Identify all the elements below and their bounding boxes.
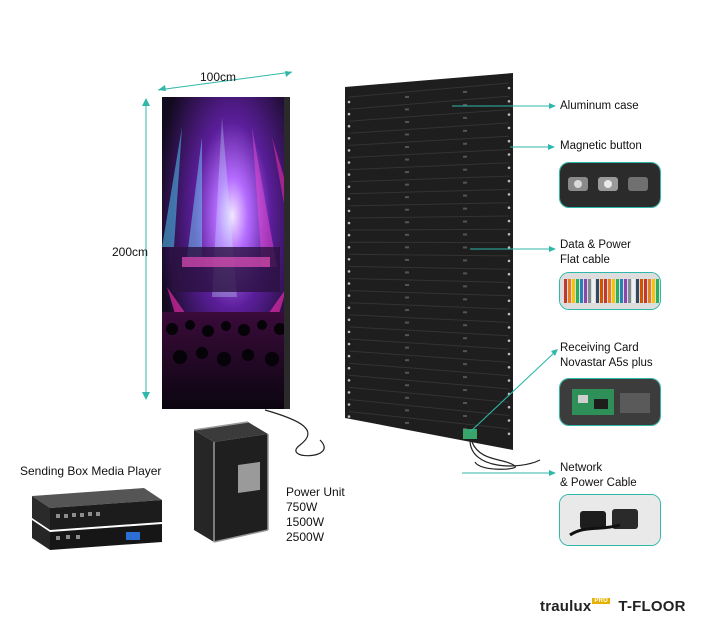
height-label: 200cm [112,245,149,259]
brand-badge: PRO [592,598,611,604]
flat-cable-thumb [559,272,661,310]
callout-magnetic-button: Magnetic button [560,140,642,152]
power-option-750: 750W [286,500,318,514]
callout-receiving-card: Receiving Card Novastar A5s plus [560,342,653,369]
concert-image [162,97,290,409]
callout-network-power-cable: Network & Power Cable [560,462,637,489]
magnetic-button-thumb [559,162,661,208]
led-panel-back [345,73,513,450]
power-option-1500: 1500W [286,515,325,529]
sending-box-image [32,488,162,550]
power-unit-case [193,421,269,543]
receiving-card-thumb [559,378,661,426]
brand-name: traulux [540,598,592,615]
callout-aluminum-case: Aluminum case [560,100,639,112]
led-screen-front [162,97,290,409]
brand-product: T-FLOOR [618,598,686,615]
power-unit-title: Power Unit [286,485,345,499]
sending-box-label: Sending Box Media Player [20,464,162,478]
callout-flat-cable: Data & Power Flat cable [560,239,631,266]
receiving-card-chip [463,429,477,439]
width-label: 100cm [200,70,237,84]
screen-edge [284,97,290,409]
network-power-cable-thumb [559,494,661,546]
power-option-2500: 2500W [286,530,325,544]
